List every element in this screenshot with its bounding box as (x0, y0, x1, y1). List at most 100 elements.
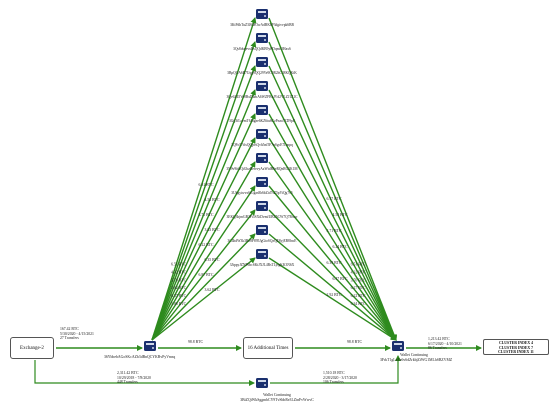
hub-right-text: Wallet Continuing 3FrkT1gLnTz6v6dZrkbjZi… (380, 353, 453, 362)
bottom-right-edge-dates: 2/28/2020 - 3/17/2020 (323, 375, 357, 380)
wallet-icon-clasp (264, 183, 266, 185)
wallet-icon (256, 81, 268, 91)
additional-times-node[interactable]: 16 Additional Times (243, 337, 293, 359)
edge-left-extra-amount-6: 6.87 BTC (199, 273, 214, 277)
bottom-wallet-text: Wallet Continuing 3BtZQiWkSggmbCY9TvSbbR… (222, 393, 332, 402)
wallet-icon-clasp (152, 347, 154, 349)
wallet-address-top-5: 3QFo57tfxQQpfsQvh5nf5F7nSgcE7Lmpq (231, 143, 293, 147)
edge-left-extra-amount-7: 3.62 BTC (205, 288, 220, 292)
wallet-node-top-3[interactable] (256, 81, 268, 91)
wallet-icon-slot (258, 59, 266, 61)
cluster-edge-transfers: 86 Transfers (428, 346, 447, 351)
edge-left-to-wallet-3 (151, 89, 256, 341)
wallet-icon (256, 201, 268, 211)
wallet-node-top-5[interactable] (256, 129, 268, 139)
labels-layer: 3KtPdhTuZ3J6MOwAdBKbP3dgivvpk6BB3Qs8dsqe… (171, 23, 366, 306)
bottom-left-edge-amount: 2,311.42 BTC (117, 371, 139, 375)
hub-left-node[interactable] (144, 341, 156, 351)
edge-left-extra-amount-0: 6.31 BTC (199, 183, 214, 187)
wallet-icon (256, 378, 268, 388)
wallet-address-top-2: 3BpQOA6R7Uqg8QQ29Ve9C9R2hC38KQKtK (227, 71, 297, 75)
edge-left-to-wallet-7 (151, 185, 256, 341)
wallet-address-top-10: 3JtppyJZNF6bcSKtJXJL4RsTLytgKK3N6X (230, 263, 295, 267)
exchange-node[interactable]: Exchange-2 (10, 337, 54, 359)
wallet-node-top-4[interactable] (256, 105, 268, 115)
edge-left-amount-8: 6.37 BTC (171, 294, 186, 298)
edge-left-to-wallet-4 (151, 113, 256, 341)
wallet-address-top-7: 3Ukgytwvx6tGgas8h6bZid7sZ5pViQg7v5 (231, 191, 293, 195)
wallet-address-top-9: 3C4hdW3k3Bo8F895JgGtoSQzQE8yjEB8hwE (228, 239, 298, 243)
wallet-node-top-10[interactable] (256, 249, 268, 259)
edge-left-extra-amount-2: 3.71 BTC (199, 213, 214, 217)
bottom-wallet-node[interactable] (256, 378, 268, 388)
edge-left-extra-amount-4: 6.22 BTC (199, 243, 214, 247)
wallet-icon-slot (146, 343, 154, 345)
wallet-node-top-2[interactable] (256, 57, 268, 67)
wallet-icon-clasp (264, 63, 266, 65)
edge-left-extra-amount-1: 4.52 BTC (205, 198, 220, 202)
hub-right-node[interactable] (392, 341, 404, 351)
edge-left-extra-amount-3: 3.63 BTC (205, 228, 220, 232)
wallet-icon-slot (258, 11, 266, 13)
wallet-node-top-7[interactable] (256, 177, 268, 187)
bottom-left-edge-label: 2,311.42 BTC 10/29/2018 - 7/8/2020 448 T… (117, 371, 151, 385)
edge-right-extra-amount-1: 4.52 BTC (333, 213, 348, 217)
cluster-edge-dates: 6/17/2020 - 4/10/2021 (428, 341, 462, 346)
wallet-icon (256, 225, 268, 235)
edges-layer (34, 17, 482, 386)
exchange-label: Exchange-2 (20, 345, 44, 351)
bottom-wallet-address: 3BtZQiWkSggmbCY9TvSbbRe3LZtnFvWwvC (240, 397, 314, 402)
wallet-node-top-1[interactable] (256, 33, 268, 43)
bottom-left-edge-dates: 10/29/2018 - 7/8/2020 (117, 375, 151, 380)
edge-left-to-wallet-0 (151, 17, 257, 341)
wallet-icon-slot (258, 380, 266, 382)
edge-wallet-to-right-2 (268, 65, 397, 341)
wallet-icon-clasp (264, 255, 266, 257)
wallet-icon-clasp (400, 347, 402, 349)
wallet-node-top-0[interactable] (256, 9, 268, 19)
wallet-address-top-0: 3KtPdhTuZ3J6MOwAdBKbP3dgivvpk6BB (230, 23, 294, 27)
wallet-icon (256, 105, 268, 115)
edge-wallet-to-right-3 (268, 89, 397, 341)
wallet-icon (256, 9, 268, 19)
additional-out-amount: 98.8 BTC (347, 340, 362, 344)
wallet-icon (256, 249, 268, 259)
wallet-node-top-8[interactable] (256, 201, 268, 211)
edge-right-extra-amount-5: 6.47 BTC (333, 277, 348, 281)
wallet-address-top-3: 3Qv6Z45Ve8BxD4mA6WZFBxJVd2VLZJ1Z1C (226, 95, 298, 99)
wallet-icon-slot (258, 107, 266, 109)
edge-left-to-wallet-5 (151, 137, 256, 341)
wallet-icon-clasp (264, 384, 266, 386)
nodes-layer (144, 9, 404, 388)
edge-right-amount-8: 6.22 BTC (351, 294, 366, 298)
edge-bottom-wallet-to-hub-right (270, 355, 401, 384)
bottom-left-edge-transfers: 448 Transfers (117, 380, 138, 385)
edge-wallet-to-right-7 (268, 185, 397, 341)
wallet-icon-clasp (264, 207, 266, 209)
edge-right-amount-5: 4.32 BTC (351, 270, 366, 274)
bottom-right-edge-label: 1,510.18 BTC 2/28/2020 - 3/17/2020 106 T… (323, 371, 357, 385)
wallet-icon-slot (258, 227, 266, 229)
cluster-index-node[interactable]: CLUSTER INDEX 4 CLUSTER INDEX 7 CLUSTER … (483, 339, 549, 355)
exchange-edge-transfers: 27 Transfers (60, 336, 79, 341)
wallet-node-top-6[interactable] (256, 153, 268, 163)
wallet-icon-clasp (264, 231, 266, 233)
edge-right-extra-amount-2: 3.71 BTC (327, 229, 342, 233)
exchange-edge-dates: 5/30/2020 - 4/15/2021 (60, 331, 94, 336)
wallet-icon-slot (258, 83, 266, 85)
edge-left-to-wallet-9 (151, 233, 256, 341)
edge-left-amount-5: 4.32 BTC (171, 270, 186, 274)
wallet-icon-slot (258, 251, 266, 253)
wallet-icon-clasp (264, 15, 266, 17)
wallet-node-top-9[interactable] (256, 225, 268, 235)
cluster-index-3: CLUSTER INDEX 11 (498, 350, 534, 355)
wallet-icon (256, 153, 268, 163)
edge-left-to-wallet-10 (151, 257, 256, 341)
edge-left-amount-4: 6.51 BTC (171, 262, 186, 266)
wallet-icon (256, 33, 268, 43)
edge-wallet-to-right-4 (268, 113, 397, 341)
wallet-icon-slot (394, 343, 402, 345)
hub-right-address: 3FrkT1gLnTz6v6dZrkbjZiWG1MLhSBZVMZ (380, 357, 453, 362)
edge-left-amount-9: 5.86 BTC (171, 302, 186, 306)
edge-right-amount-9: 6.34 BTC (351, 302, 366, 306)
